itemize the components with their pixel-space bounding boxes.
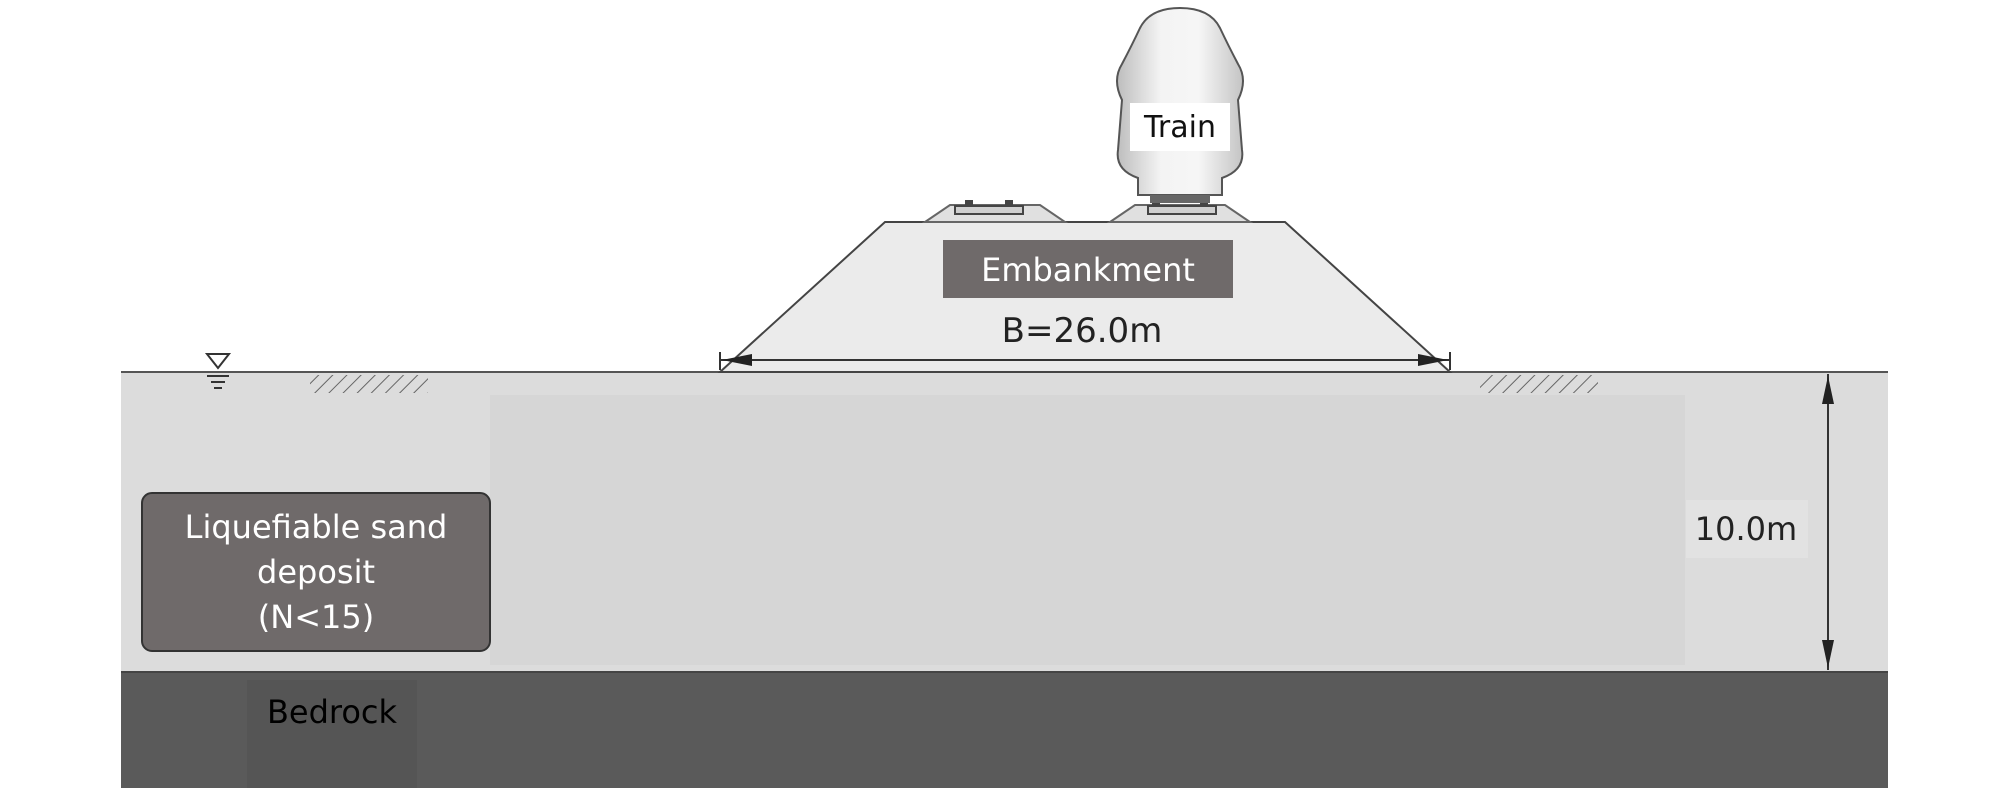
embankment-label-box [943,240,1233,298]
ground-hatch-right [1480,375,1598,393]
sand-label-line1: Liquefiable sand [185,508,448,546]
right-track-icon [1106,200,1254,223]
depth-arrow-top [1822,376,1834,404]
sand-label-line3: (N<15) [258,598,374,636]
embankment-label: Embankment [981,251,1195,289]
train-label-box [1130,103,1230,151]
bedrock-label-bg [247,680,417,788]
depth-dimension-label: 10.0m [1695,510,1797,548]
left-track-icon [921,200,1069,223]
ground-hatch-left [310,375,428,393]
sand-label-line2: deposit [257,553,375,591]
sand-label-box [141,492,491,652]
water-table-icon [204,353,232,389]
train-label: Train [1143,110,1216,145]
depth-arrow-bottom [1822,640,1834,668]
bedrock-label: Bedrock [267,693,398,731]
depth-label-bg [1686,500,1808,558]
sand-layer-shade [490,395,1685,665]
width-dimension-line [719,352,1451,370]
width-arrow-left [722,354,752,366]
width-dimension-label: B=26.0m [1002,311,1163,351]
width-arrow-right [1418,354,1448,366]
